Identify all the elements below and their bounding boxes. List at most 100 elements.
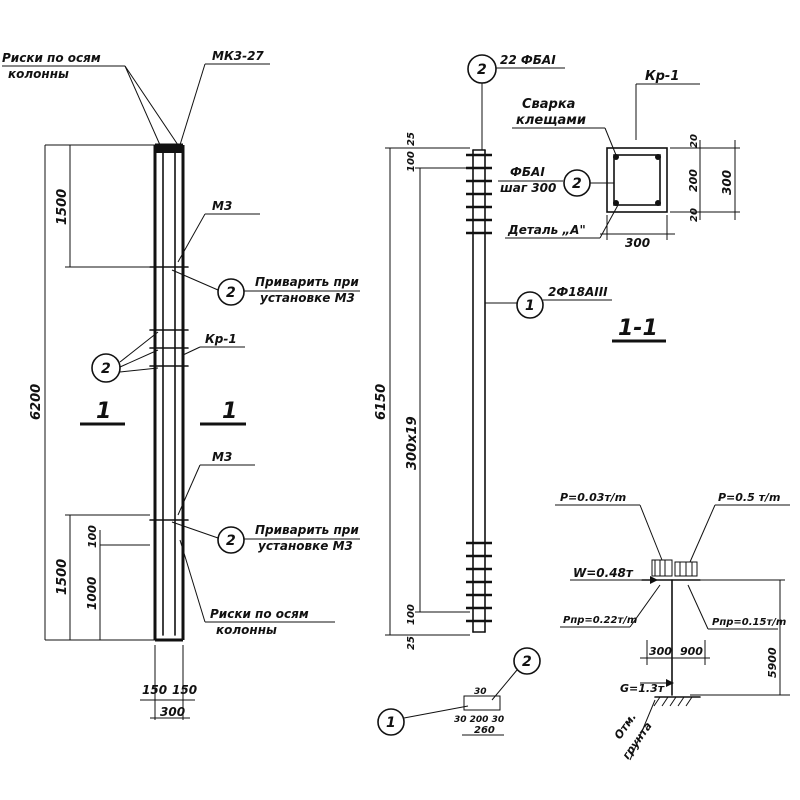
mini-section	[463, 695, 501, 711]
section-mark: 1-1	[618, 316, 658, 341]
bubble-rebar-text: 1	[525, 298, 535, 314]
dim-260-text: 260	[474, 725, 495, 736]
dim-200-text: 200	[687, 169, 700, 192]
label-m3-top: М3	[212, 199, 232, 213]
load-p1: P=0.03т/m	[560, 491, 626, 504]
dim-25-text: 25	[406, 132, 417, 146]
dim-small-1: 30	[474, 687, 487, 697]
label-weld-top-1: Приварить при	[255, 275, 359, 289]
bubble-bottom-1	[377, 708, 405, 736]
label-detail: Деталь „А"	[507, 223, 586, 237]
bubble-bottom-1-text: 1	[386, 715, 396, 731]
bubble-top-mid-text: 2	[477, 62, 487, 78]
bubble-section-text: 2	[572, 176, 582, 192]
embedded-plate-top	[155, 145, 183, 153]
ground-hatch-1	[653, 696, 661, 707]
label-weld-2: клещами	[516, 113, 586, 128]
label-mk: МК3-27	[212, 49, 264, 63]
left-column-view: 6200 1500 1500 1000 100 150 150 300 Риск…	[2, 49, 360, 720]
dim-small-2: 30 200 30	[454, 715, 504, 725]
dim-20a-text: 20	[689, 134, 700, 148]
load-p1-leader	[639, 504, 663, 561]
bar-1	[613, 154, 619, 160]
section-view: Кр-1 Сварка клещами ФБАI шаг 300 2 Детал…	[498, 69, 740, 343]
dim-height-load: 5900	[766, 647, 779, 678]
dim-150a-text: 150	[142, 683, 167, 697]
load-pr-leader	[687, 584, 709, 630]
ground-leader	[629, 699, 656, 761]
leader-bubble-mid-1	[119, 331, 159, 363]
dim-1000-text: 1000	[85, 577, 99, 610]
load-p2-leader	[689, 504, 716, 563]
section-mark-right: 1	[222, 399, 237, 424]
dim-300-text: 300	[160, 705, 185, 719]
label-weld-top-2: установке М3	[260, 291, 355, 305]
dim-300-load: 300	[649, 645, 672, 658]
dim-total-mid-text: 6150	[374, 384, 389, 420]
ground-hatch-4	[677, 696, 685, 707]
load-pl-leader	[629, 584, 661, 628]
dim-150b-text: 150	[172, 683, 197, 697]
bar-3	[613, 200, 619, 206]
dim-100-text: 100	[86, 525, 99, 548]
load-g-arrowhead	[666, 679, 674, 687]
load-w: W=0.48т	[573, 566, 634, 580]
label-weld-1: Сварка	[522, 97, 575, 112]
label-marks-top-1: Риски по осям	[2, 51, 101, 65]
leader-bubble-mid-3	[119, 367, 159, 373]
section-mark-left: 1	[96, 399, 111, 424]
label-weld-bottom-2: установке М3	[258, 539, 353, 553]
dim-bottom-100-text: 100	[406, 604, 417, 625]
bubble-mid	[91, 353, 121, 383]
leader-marks-1	[124, 65, 161, 146]
label-m3-bottom: М3	[212, 450, 232, 464]
leader-kr	[182, 346, 201, 356]
label-marks-bottom-2: колонны	[216, 623, 277, 637]
bubble-rebar	[516, 291, 544, 319]
leader-bubble-mid-2	[119, 349, 159, 368]
ground-hatch-2	[661, 696, 669, 707]
leader-m3-top	[177, 213, 206, 263]
ground-hatch-3	[669, 696, 677, 707]
leader-m3-bottom	[177, 464, 201, 516]
leader-bottom-1	[403, 705, 469, 719]
dim-20b-text: 20	[689, 208, 700, 222]
label-stirrup-2: шаг 300	[500, 181, 556, 195]
bubble-bottom-text: 2	[226, 533, 236, 549]
bubble-top-text: 2	[226, 285, 236, 301]
load-diagram: P=0.03т/m P=0.5 т/m W=0.48т Pпр=0.22т/m …	[555, 491, 790, 762]
label-weld-leader	[604, 127, 617, 156]
stirrups	[466, 153, 492, 623]
load-p2: P=0.5 т/m	[718, 491, 780, 504]
load-pl: Pпр=0.22т/m	[563, 615, 637, 626]
label-top-mid: 22 ФБАI	[500, 53, 556, 67]
dim-300h-text: 300	[720, 170, 734, 195]
bar-4	[655, 200, 661, 206]
leader-marks-2	[124, 65, 179, 146]
label-detail-leader	[599, 204, 619, 239]
label-kr: Кр-1	[205, 332, 237, 346]
dim-25b-text: 25	[406, 636, 417, 650]
bubble-mid-text: 2	[101, 361, 111, 377]
leader-mk	[179, 63, 206, 146]
label-weld-bottom-1: Приварить при	[255, 523, 359, 537]
label-marks-top-2: колонны	[8, 67, 69, 81]
label-marks-bottom-1: Риски по осям	[210, 607, 309, 621]
bar-2	[655, 154, 661, 160]
dim-300w-text: 300	[625, 236, 650, 250]
load-g: G=1.3т	[620, 682, 665, 695]
bubble-bottom-2-text: 2	[522, 654, 532, 670]
section-stirrup	[613, 154, 661, 206]
dim-top-text: 1500	[55, 189, 70, 225]
load-pr: Pпр=0.15т/m	[712, 617, 786, 628]
middle-reinforcement-view: 2 22 ФБАI 1 2Ф18АIII 6150 300x19 25 100 …	[374, 53, 612, 736]
dim-spacing-text: 300x19	[405, 416, 420, 470]
bubble-bottom	[217, 526, 245, 554]
leader-bottom-2	[491, 669, 518, 701]
dim-900-load: 900	[680, 645, 703, 658]
leader-bubble-top	[171, 269, 219, 291]
dim-top-100-text: 100	[406, 151, 417, 172]
leader-bubble-bottom	[171, 521, 219, 539]
